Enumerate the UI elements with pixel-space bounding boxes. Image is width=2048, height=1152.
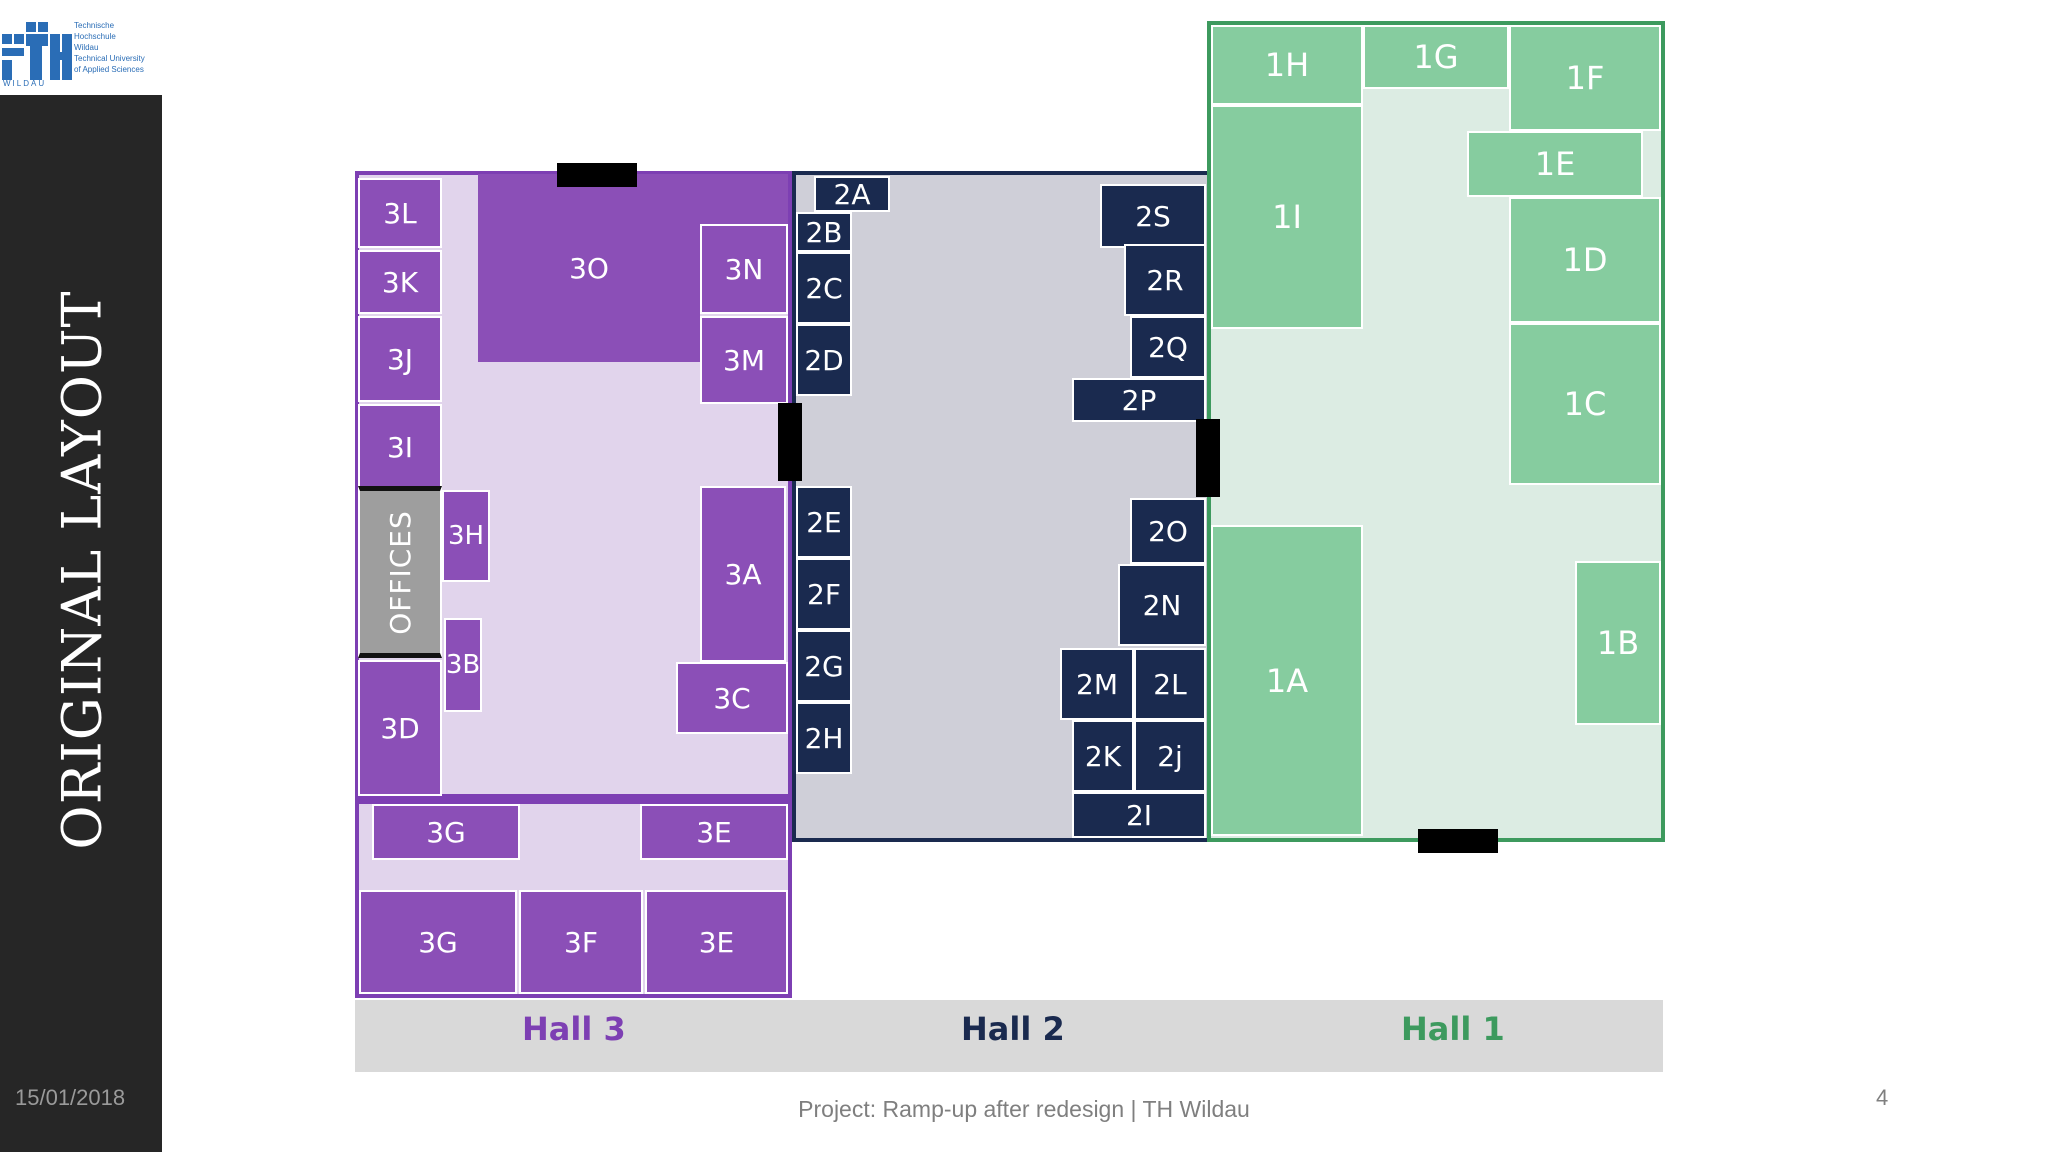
hall-label-bar <box>355 1000 1663 1072</box>
area-1D: 1D <box>1509 197 1661 323</box>
area-3N: 3N <box>700 224 788 314</box>
logo-text: Technische Hochschule Wildau Technical U… <box>74 21 145 74</box>
area-1G: 1G <box>1363 25 1509 89</box>
area-2I: 2I <box>1072 792 1206 838</box>
door-hall3-north <box>557 163 637 187</box>
area-2E: 2E <box>796 486 852 558</box>
area-3M: 3M <box>700 316 788 404</box>
area-2K: 2K <box>1072 720 1134 792</box>
area-2j: 2j <box>1134 720 1206 792</box>
page-number: 4 <box>1876 1085 1889 1110</box>
area-3H: 3H <box>442 490 490 582</box>
area-2M: 2M <box>1060 648 1134 720</box>
door-hall2-hall1 <box>1196 419 1220 497</box>
area-1H: 1H <box>1211 25 1363 105</box>
door-hall1-south <box>1418 829 1498 853</box>
area-2N: 2N <box>1118 564 1206 646</box>
area-2O: 2O <box>1130 498 1206 564</box>
area-3O: 3O <box>478 174 700 362</box>
area-2C: 2C <box>796 252 852 324</box>
area-1F: 1F <box>1509 25 1661 131</box>
area-1B: 1B <box>1575 561 1661 725</box>
area-3J: 3J <box>358 316 442 402</box>
area-3A: 3A <box>700 486 786 662</box>
area-2S: 2S <box>1100 184 1206 248</box>
area-2L: 2L <box>1134 648 1206 720</box>
area-3E-top: 3E <box>640 804 788 860</box>
hall-1-label: Hall 1 <box>1401 1010 1505 1048</box>
th-wildau-logo: Technische Hochschule Wildau Technical U… <box>0 0 162 95</box>
hall-3-label: Hall 3 <box>522 1010 626 1048</box>
area-2G: 2G <box>796 630 852 702</box>
area-3E-bottom: 3E <box>645 890 788 994</box>
area-2H: 2H <box>796 702 852 774</box>
area-3I: 3I <box>358 404 442 490</box>
area-3C: 3C <box>676 662 788 734</box>
area-3K: 3K <box>358 250 442 314</box>
area-2D: 2D <box>796 324 852 396</box>
area-3B: 3B <box>444 618 482 712</box>
area-3O-extension <box>700 174 788 226</box>
area-1I: 1I <box>1211 105 1363 329</box>
area-2F: 2F <box>796 558 852 630</box>
door-hall3-hall2 <box>778 403 802 481</box>
area-1C: 1C <box>1509 323 1661 485</box>
area-2P: 2P <box>1072 378 1206 422</box>
th-logo-icon <box>2 22 72 80</box>
area-1E: 1E <box>1467 131 1643 197</box>
offices: OFFICES <box>358 486 442 658</box>
logo-wordmark: WILDAU <box>3 79 47 88</box>
hall-2-label: Hall 2 <box>961 1010 1065 1048</box>
offices-label: OFFICES <box>383 509 417 635</box>
area-2R: 2R <box>1124 244 1206 316</box>
area-3D: 3D <box>358 660 442 796</box>
slide-date: 15/01/2018 <box>15 1085 126 1110</box>
area-3F: 3F <box>519 890 643 994</box>
area-3L: 3L <box>358 178 442 248</box>
area-3G-bottom: 3G <box>359 890 517 994</box>
area-2Q: 2Q <box>1130 316 1206 378</box>
area-3G-top: 3G <box>372 804 520 860</box>
slide-title: ORIGINAL LAYOUT <box>50 290 114 850</box>
area-1A: 1A <box>1211 525 1363 836</box>
sidebar <box>0 0 162 1152</box>
area-2B: 2B <box>796 212 852 252</box>
area-2A: 2A <box>814 176 890 212</box>
slide-footer: Project: Ramp-up after redesign | TH Wil… <box>798 1096 1250 1122</box>
